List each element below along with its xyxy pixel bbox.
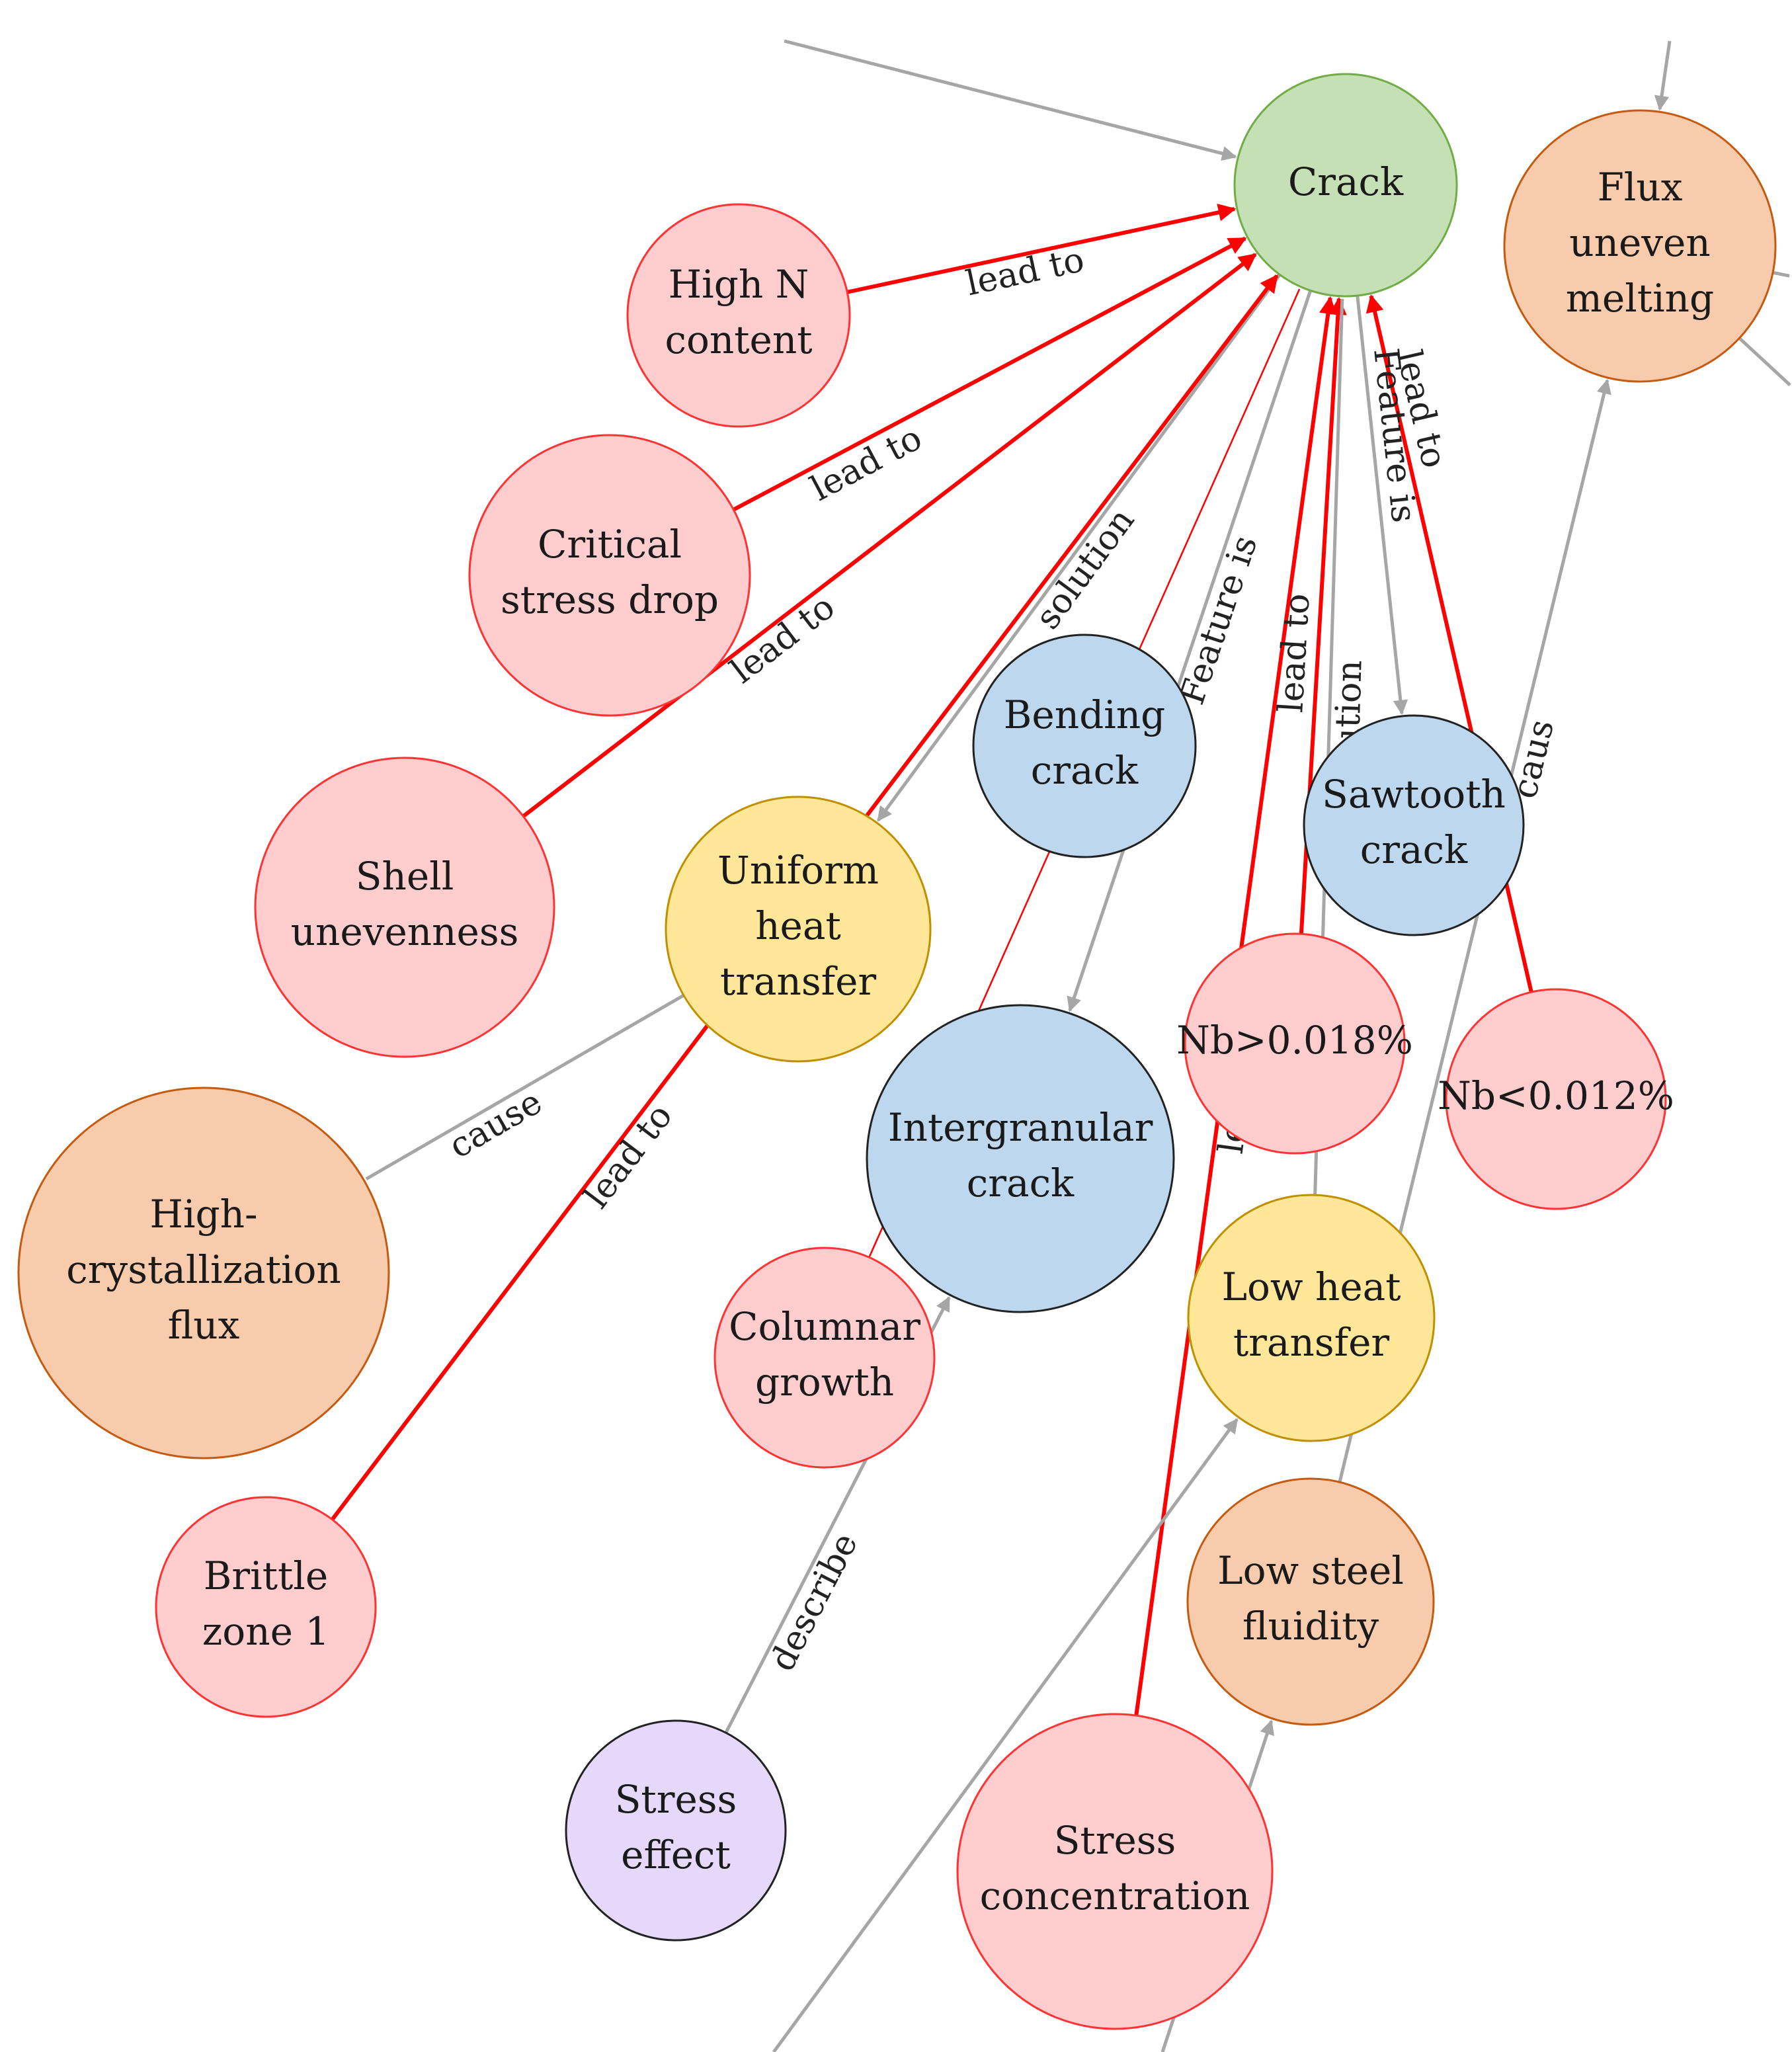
edge-label-high-n-to-crack: lead to — [963, 240, 1088, 304]
node-circle-brittle — [155, 1496, 377, 1718]
node-label-stress-effect-line-1: effect — [621, 1832, 731, 1877]
node-circle-crack — [1233, 73, 1458, 298]
node-critical-stress: Critical stress drop — [468, 434, 751, 717]
node-columnar: Columnar growth — [713, 1247, 936, 1469]
node-stress-conc: Stress concentration — [956, 1713, 1274, 2030]
node-label-shell-line-0: Shell — [356, 854, 454, 899]
edge-offscreen-tr-to-flux-uneven — [1654, 40, 1672, 111]
edge-offscreen-bl-to-low-heat — [772, 1418, 1239, 2052]
edge-label-nb-high-to-crack: lead to — [1271, 593, 1318, 714]
node-label-sawtooth-line-0: Sawtooth — [1322, 772, 1506, 817]
node-circle-flux-uneven — [1503, 109, 1777, 383]
edge-critical-stress-to-crack — [732, 236, 1247, 512]
node-circle-intergranular — [866, 1004, 1175, 1313]
node-label-high-cryst-line-0: High- — [149, 1192, 257, 1237]
node-label-low-steel-line-1: fluidity — [1242, 1604, 1379, 1649]
edge-crack-to-intergranular — [1067, 290, 1313, 1012]
node-circle-nb-low — [1445, 988, 1667, 1210]
node-circle-stress-conc — [956, 1713, 1274, 2030]
node-label-stress-conc-line-0: Stress — [1054, 1818, 1176, 1863]
edge-shell-to-crack — [522, 253, 1257, 818]
node-circle-high-cryst — [17, 1087, 390, 1459]
node-label-intergranular-line-1: crack — [967, 1161, 1075, 1206]
node-circle-bending — [972, 634, 1197, 858]
node-intergranular: Intergranular crack — [866, 1004, 1175, 1313]
node-label-low-steel-line-0: Low steel — [1217, 1548, 1404, 1593]
node-flux-uneven: Flux uneven melting — [1503, 109, 1777, 383]
node-label-flux-uneven-line-0: Flux — [1598, 165, 1683, 210]
node-shell: Shell unevenness — [254, 757, 555, 1058]
edge-crack-to-sawtooth — [1356, 295, 1408, 716]
node-high-n: High N content — [626, 203, 851, 428]
node-label-intergranular-line-0: Intergranular — [888, 1105, 1153, 1150]
node-sawtooth: Sawtooth crack — [1303, 714, 1525, 936]
node-stress-effect: Stress effect — [565, 1719, 787, 1942]
node-high-cryst: High-crystallization flux — [17, 1087, 390, 1459]
node-label-low-heat-line-0: Low heat — [1221, 1264, 1401, 1309]
edge-flux-uneven-to-offscreen-r2 — [1738, 337, 1791, 387]
node-circle-low-steel — [1186, 1477, 1435, 1726]
node-label-high-n-line-1: content — [665, 317, 812, 362]
node-nb-high: Nb>0.018% — [1176, 932, 1413, 1155]
edge-label-brittle-to-crack: lead to — [577, 1096, 680, 1215]
edge-uniform-heat-to-high-cryst — [365, 993, 685, 1180]
edge-flux-uneven-to-offscreen-r1 — [1772, 270, 1790, 278]
node-label-columnar-line-1: growth — [755, 1360, 894, 1405]
node-label-flux-uneven-line-2: melting — [1566, 276, 1714, 321]
edge-label-stress-effect-to-intergranular: describe — [762, 1527, 866, 1678]
node-bending: Bending crack — [972, 634, 1197, 858]
edge-high-n-to-crack — [846, 203, 1237, 294]
node-low-steel: Low steel fluidity — [1186, 1477, 1435, 1726]
node-label-bending-line-0: Bending — [1004, 692, 1165, 737]
node-uniform-heat: Uniform heat transfer — [665, 796, 932, 1063]
node-label-stress-conc-line-1: concentration — [980, 1873, 1250, 1918]
node-label-bending-line-1: crack — [1031, 748, 1139, 793]
node-label-high-cryst-line-2: flux — [168, 1303, 240, 1348]
node-label-brittle-line-0: Brittle — [204, 1553, 328, 1598]
node-circle-shell — [254, 757, 555, 1058]
node-label-flux-uneven-line-1: uneven — [1569, 220, 1710, 265]
node-label-uniform-heat-line-1: heat — [755, 903, 841, 948]
node-label-sawtooth-line-1: crack — [1360, 827, 1468, 872]
node-label-high-cryst-line-1: crystallization — [66, 1247, 341, 1292]
edge-label-crack-to-intergranular: Feature is — [1172, 531, 1266, 710]
node-circle-uniform-heat — [665, 796, 932, 1063]
node-label-stress-effect-line-0: Stress — [615, 1777, 737, 1822]
edge-label-crack-to-uniform-heat: solution — [1028, 501, 1142, 637]
node-circle-sawtooth — [1303, 714, 1525, 936]
node-low-heat: Low heat transfer — [1187, 1194, 1436, 1442]
node-circle-high-n — [626, 203, 851, 428]
node-label-uniform-heat-line-0: Uniform — [717, 848, 879, 893]
node-label-low-heat-line-1: transfer — [1233, 1320, 1390, 1365]
node-label-columnar-line-0: Columnar — [729, 1304, 920, 1349]
node-label-shell-line-1: unevenness — [291, 909, 519, 954]
node-label-critical-stress-line-1: stress drop — [501, 577, 719, 622]
node-circle-nb-high — [1184, 932, 1406, 1155]
edge-label-critical-stress-to-crack: lead to — [804, 418, 928, 509]
edge-crack-to-uniform-heat — [876, 273, 1282, 822]
node-label-uniform-heat-line-2: transfer — [720, 959, 877, 1004]
node-label-nb-high-line-0: Nb>0.018% — [1176, 1018, 1413, 1063]
node-label-nb-low-line-0: Nb<0.012% — [1438, 1073, 1674, 1118]
node-nb-low: Nb<0.012% — [1438, 988, 1674, 1210]
node-label-critical-stress-line-0: Critical — [538, 522, 682, 567]
edge-offscreen-top-to-crack — [784, 39, 1237, 161]
nodes-layer: Crack Flux uneven melting High N contentCriti… — [17, 73, 1777, 2030]
edge-label-uniform-heat-to-high-cryst: cause — [442, 1082, 549, 1167]
node-label-brittle-line-1: zone 1 — [202, 1609, 330, 1654]
node-crack: Crack — [1233, 73, 1458, 298]
node-circle-stress-effect — [565, 1719, 787, 1942]
node-label-high-n-line-0: High N — [669, 262, 809, 307]
node-circle-critical-stress — [468, 434, 751, 717]
node-label-crack-line-0: Crack — [1288, 159, 1404, 204]
node-brittle: Brittle zone 1 — [155, 1496, 377, 1718]
node-circle-columnar — [713, 1247, 936, 1469]
node-circle-low-heat — [1187, 1194, 1436, 1442]
